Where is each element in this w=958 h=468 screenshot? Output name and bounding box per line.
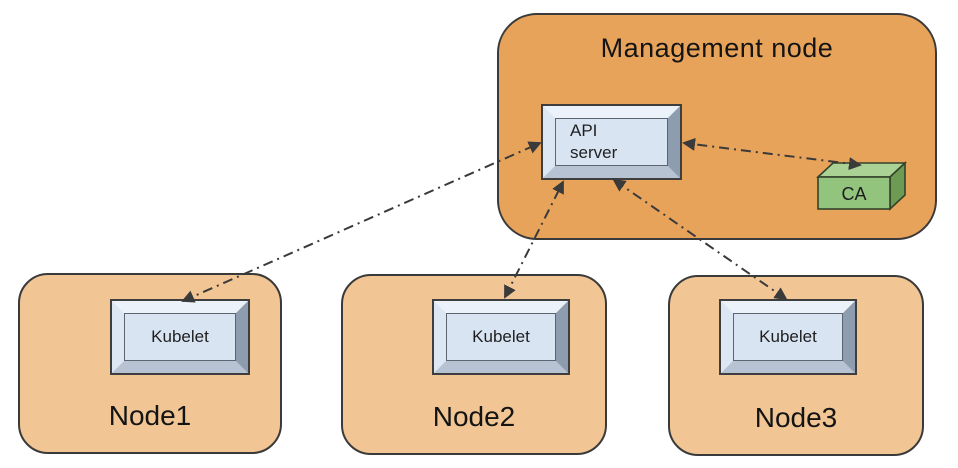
api-server-label: API server — [555, 118, 668, 166]
management-node-label: Management node — [600, 33, 834, 63]
kubelet-box-node1: Kubelet — [112, 301, 248, 373]
node1-label: Node1 — [108, 400, 192, 431]
api-server-label-line2: server — [570, 143, 618, 162]
node2-label: Node2 — [432, 401, 516, 432]
kubelet-label-node3: Kubelet — [759, 327, 817, 346]
kubelet-label-node2: Kubelet — [472, 327, 530, 346]
api-server-label-line1: API — [570, 121, 598, 140]
kubelet-box-node2: Kubelet — [434, 301, 568, 373]
api-server-box: API server — [543, 106, 680, 178]
node3-label: Node3 — [754, 402, 838, 433]
kubelet-label-node1: Kubelet — [151, 327, 209, 346]
kubelet-box-node3: Kubelet — [721, 301, 855, 373]
